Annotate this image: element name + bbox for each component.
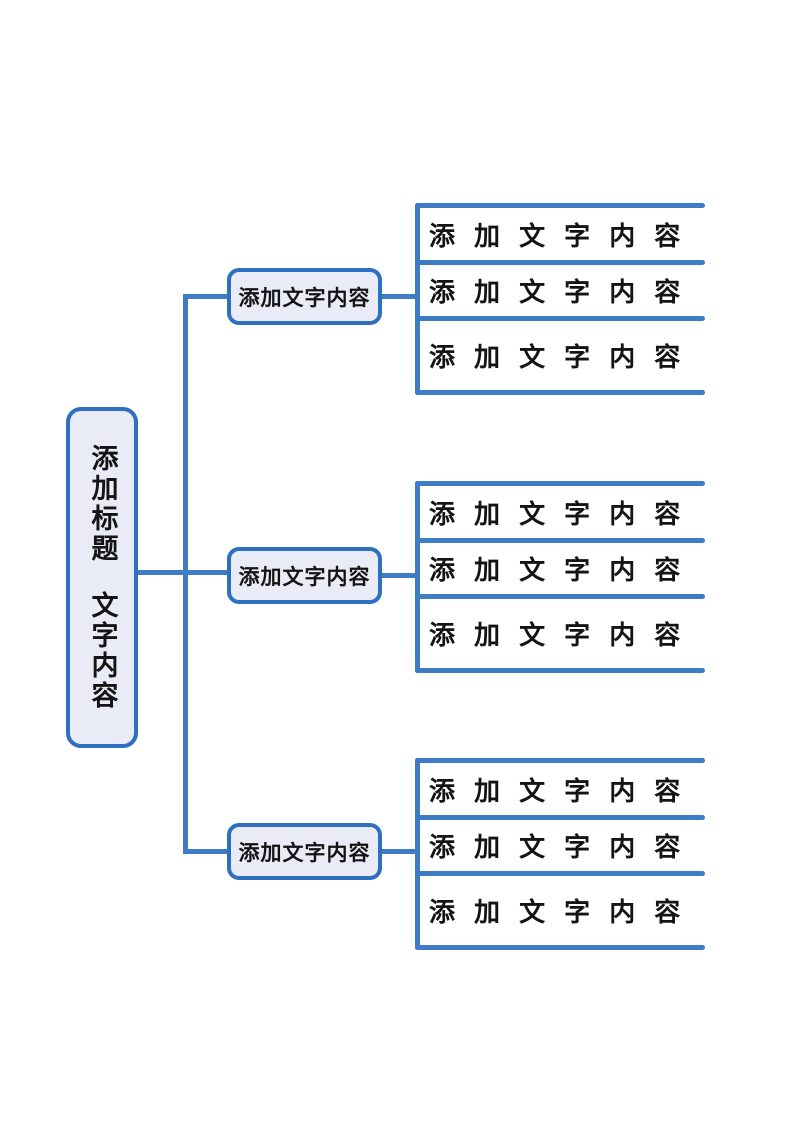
leaf-line: [415, 945, 705, 950]
leaf-group-3: 添 加 文 字 内 容 添 加 文 字 内 容 添 加 文 字 内 容: [415, 758, 707, 950]
leaf-line: [415, 390, 705, 395]
leaf-group-3-spine: [415, 758, 420, 950]
connector-branch3-to-leaves: [378, 849, 420, 854]
connector-branch2-to-leaves: [378, 573, 420, 578]
leaf-line: [415, 871, 705, 876]
leaf-line: [415, 203, 705, 208]
leaf-node[interactable]: 添 加 文 字 内 容: [429, 343, 686, 373]
leaf-group-2: 添 加 文 字 内 容 添 加 文 字 内 容 添 加 文 字 内 容: [415, 481, 707, 673]
leaf-line: [415, 260, 705, 265]
connector-root-to-trunk: [136, 570, 227, 575]
leaf-group-2-spine: [415, 481, 420, 673]
connector-elbow-top: [183, 294, 227, 299]
leaf-line: [415, 758, 705, 763]
connector-branch1-to-leaves: [378, 294, 420, 299]
leaf-node[interactable]: 添 加 文 字 内 容: [429, 556, 686, 586]
leaf-node[interactable]: 添 加 文 字 内 容: [429, 621, 686, 651]
leaf-line: [415, 481, 705, 486]
leaf-node[interactable]: 添 加 文 字 内 容: [429, 221, 686, 252]
connector-trunk-vertical: [183, 294, 188, 854]
root-node[interactable]: 添加标题 文字内容: [66, 407, 138, 748]
leaf-node[interactable]: 添 加 文 字 内 容: [429, 833, 686, 863]
branch-node-2[interactable]: 添加文字内容: [227, 547, 382, 604]
leaf-node[interactable]: 添 加 文 字 内 容: [429, 499, 686, 530]
connector-elbow-bottom: [183, 849, 227, 854]
leaf-node[interactable]: 添 加 文 字 内 容: [429, 776, 686, 807]
root-title-part2: 文字内容: [86, 591, 118, 711]
leaf-group-1-spine: [415, 203, 420, 395]
branch-node-3[interactable]: 添加文字内容: [227, 823, 382, 880]
branch-1-label: 添加文字内容: [238, 284, 371, 310]
leaf-line: [415, 668, 705, 673]
leaf-line: [415, 815, 705, 820]
leaf-node[interactable]: 添 加 文 字 内 容: [429, 898, 686, 928]
leaf-line: [415, 316, 705, 321]
leaf-group-1: 添 加 文 字 内 容 添 加 文 字 内 容 添 加 文 字 内 容: [415, 203, 707, 395]
branch-2-label: 添加文字内容: [238, 563, 371, 589]
leaf-line: [415, 594, 705, 599]
leaf-line: [415, 538, 705, 543]
root-title-part1: 添加标题: [86, 444, 118, 564]
branch-node-1[interactable]: 添加文字内容: [227, 268, 382, 325]
leaf-node[interactable]: 添 加 文 字 内 容: [429, 278, 686, 308]
branch-3-label: 添加文字内容: [238, 839, 371, 865]
